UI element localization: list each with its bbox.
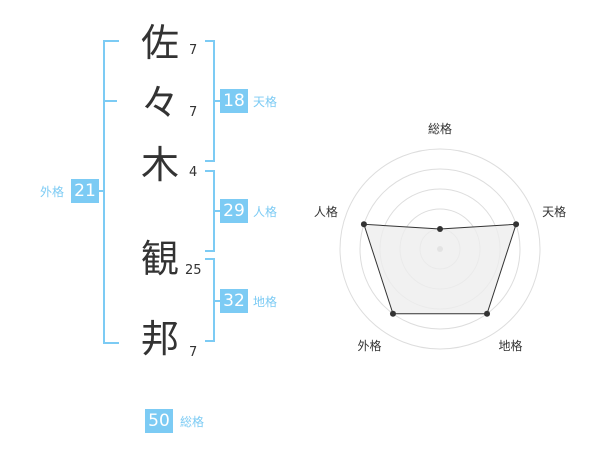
jinkaku-bracket — [205, 170, 215, 252]
soukaku-label: 総格 — [180, 415, 205, 429]
stroke-count-4: 25 — [185, 263, 202, 278]
radar-grid-ring — [339, 148, 541, 350]
name-char-3: 木 — [140, 143, 179, 187]
chikaku-value: 32 — [220, 289, 248, 313]
name-char-4: 観 — [140, 237, 179, 281]
radar-axis-label-2: 天格 — [542, 204, 566, 219]
inner-tick — [105, 100, 117, 102]
tenkaku-bracket — [205, 40, 215, 162]
name-char-1: 佐 — [140, 21, 179, 65]
tenkaku-label: 天格 — [253, 95, 278, 109]
stroke-count-5: 7 — [189, 345, 198, 360]
name-char-2: 々 — [140, 81, 179, 125]
radar-axis-label-3: 地格 — [499, 338, 523, 353]
gaikaku-value: 21 — [71, 179, 99, 203]
radar-point-1 — [437, 226, 443, 232]
gaikaku-label: 外格 — [40, 185, 65, 199]
radar-axis-label-5: 人格 — [314, 204, 338, 219]
jinkaku-value: 29 — [220, 199, 248, 223]
radar-series-area — [363, 223, 517, 315]
tenkaku-bracket-mid — [215, 100, 221, 102]
jinkaku-label: 人格 — [253, 205, 278, 219]
chikaku-bracket-mid — [215, 300, 221, 302]
radar-point-5 — [360, 221, 367, 228]
gaikaku-bracket — [103, 40, 119, 344]
name-char-5: 邦 — [140, 317, 179, 361]
gaikaku-bracket-mid — [95, 190, 103, 192]
stroke-count-3: 4 — [189, 165, 198, 180]
soukaku-value: 50 — [145, 409, 173, 433]
radar-point-2 — [513, 221, 520, 228]
chikaku-label: 地格 — [253, 295, 278, 309]
tenkaku-value: 18 — [220, 89, 248, 113]
radar-point-3 — [484, 310, 491, 317]
chikaku-bracket — [205, 258, 215, 342]
stroke-count-1: 7 — [189, 43, 198, 58]
jinkaku-bracket-mid — [215, 210, 221, 212]
radar-axis-label-1: 総格 — [428, 121, 452, 136]
radar-grid-ring — [359, 168, 521, 330]
radar-axis-label-4: 外格 — [357, 338, 381, 353]
radar-point-4 — [389, 310, 396, 317]
stroke-count-2: 7 — [189, 105, 198, 120]
